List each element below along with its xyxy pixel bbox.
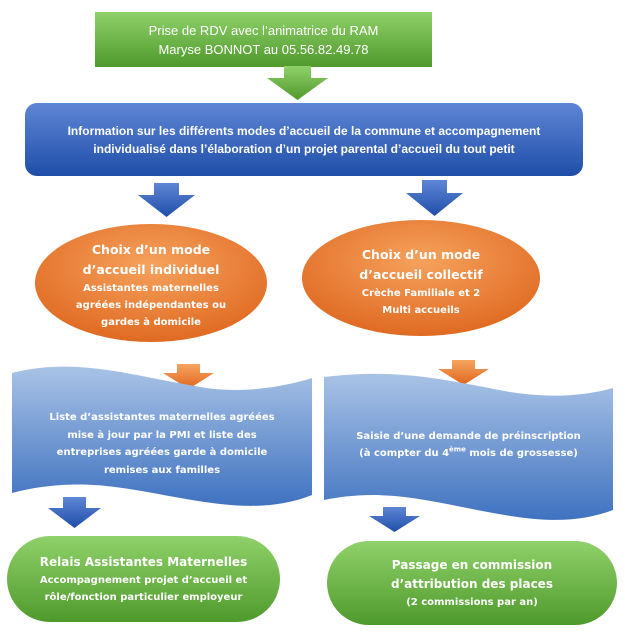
relais-sub2: rôle/fonction particulier employeur [44, 591, 243, 603]
collective-text: Choix d’un mode d’accueil collectif Crèc… [310, 240, 532, 324]
individual-title1: Choix d’un mode [91, 241, 211, 257]
preinscription-line2-sup: ème [449, 445, 466, 454]
individual-title2: d’accueil individuel [82, 261, 220, 277]
list-wave-text: Liste d’assistantes maternelles agréées … [14, 406, 310, 482]
arrow-orange-right [438, 360, 489, 385]
top-box: Prise de RDV avec l’animatrice du RAM Ma… [95, 12, 432, 67]
collective-title2: d’accueil collectif [359, 267, 483, 282]
wave-preinscription-shape [324, 373, 613, 520]
ellipse-individual [35, 224, 267, 342]
individual-text: Choix d’un mode d’accueil individuel Ass… [40, 236, 262, 334]
list-wave-line2: mise à jour par la PMI et liste des [67, 429, 257, 441]
relais-sub1: Accompagnement projet d’accueil et [39, 574, 248, 586]
relais-title: Relais Assistantes Maternelles [39, 554, 248, 569]
top-box-line1: Prise de RDV avec l’animatrice du RAM [148, 22, 379, 38]
top-box-shape [95, 12, 432, 67]
list-wave-line3: entreprises agréées garde à domicile [56, 447, 268, 458]
list-wave-line1: Liste d’assistantes maternelles agréées [49, 412, 275, 423]
preinscription-line2-start: (à compter du 4 [359, 448, 450, 459]
individual-sub2: agréées indépendantes ou [75, 299, 227, 311]
top-box-line2: Maryse BONNOT au 05.56.82.49.78 [158, 41, 369, 57]
commission-box: Passage en commission d’attribution des … [327, 554, 617, 612]
relais-box: Relais Assistantes Maternelles Accompagn… [7, 550, 280, 608]
preinscription-wave-text: Saisie d’une demande de préinscription (… [326, 425, 611, 465]
preinscription-line2-end: mois de grossesse) [465, 448, 578, 459]
list-wave-line4: remises aux familles [103, 464, 221, 476]
commission-title1: Passage en commission [391, 557, 553, 572]
individual-sub1: Assistantes maternelles [83, 282, 219, 294]
arrow-blue-small-left [48, 497, 101, 528]
info-box-line1: Information sur les différents modes d’a… [67, 123, 541, 138]
arrow-blue-small-right [369, 507, 420, 532]
info-box-line2: individualisé dans l’élaboration d’un pr… [93, 141, 515, 156]
collective-sub2: Multi accueils [382, 305, 460, 316]
collective-sub1: Crèche Familiale et 2 [361, 288, 481, 299]
ellipse-collective [302, 220, 540, 336]
arrow-top-green [267, 66, 328, 100]
commission-title2: d’attribution des places [391, 576, 553, 591]
arrow-blue-left [138, 183, 195, 217]
individual-sub3: gardes à domicile [101, 316, 201, 328]
arrow-blue-right [406, 180, 463, 216]
commission-sub1: (2 commissions par an) [406, 596, 538, 608]
preinscription-line1: Saisie d’une demande de préinscription [356, 430, 581, 442]
commission-box-shape [327, 541, 617, 625]
info-box-shape [25, 103, 583, 176]
relais-box-shape [7, 536, 280, 622]
info-box: Information sur les différents modes d’a… [25, 103, 583, 176]
collective-title1: Choix d’un mode [361, 247, 481, 262]
preinscription-line2: (à compter du 4ème mois de grossesse) [359, 445, 578, 463]
arrow-orange-left [163, 364, 214, 389]
wave-list-shape [12, 366, 312, 506]
